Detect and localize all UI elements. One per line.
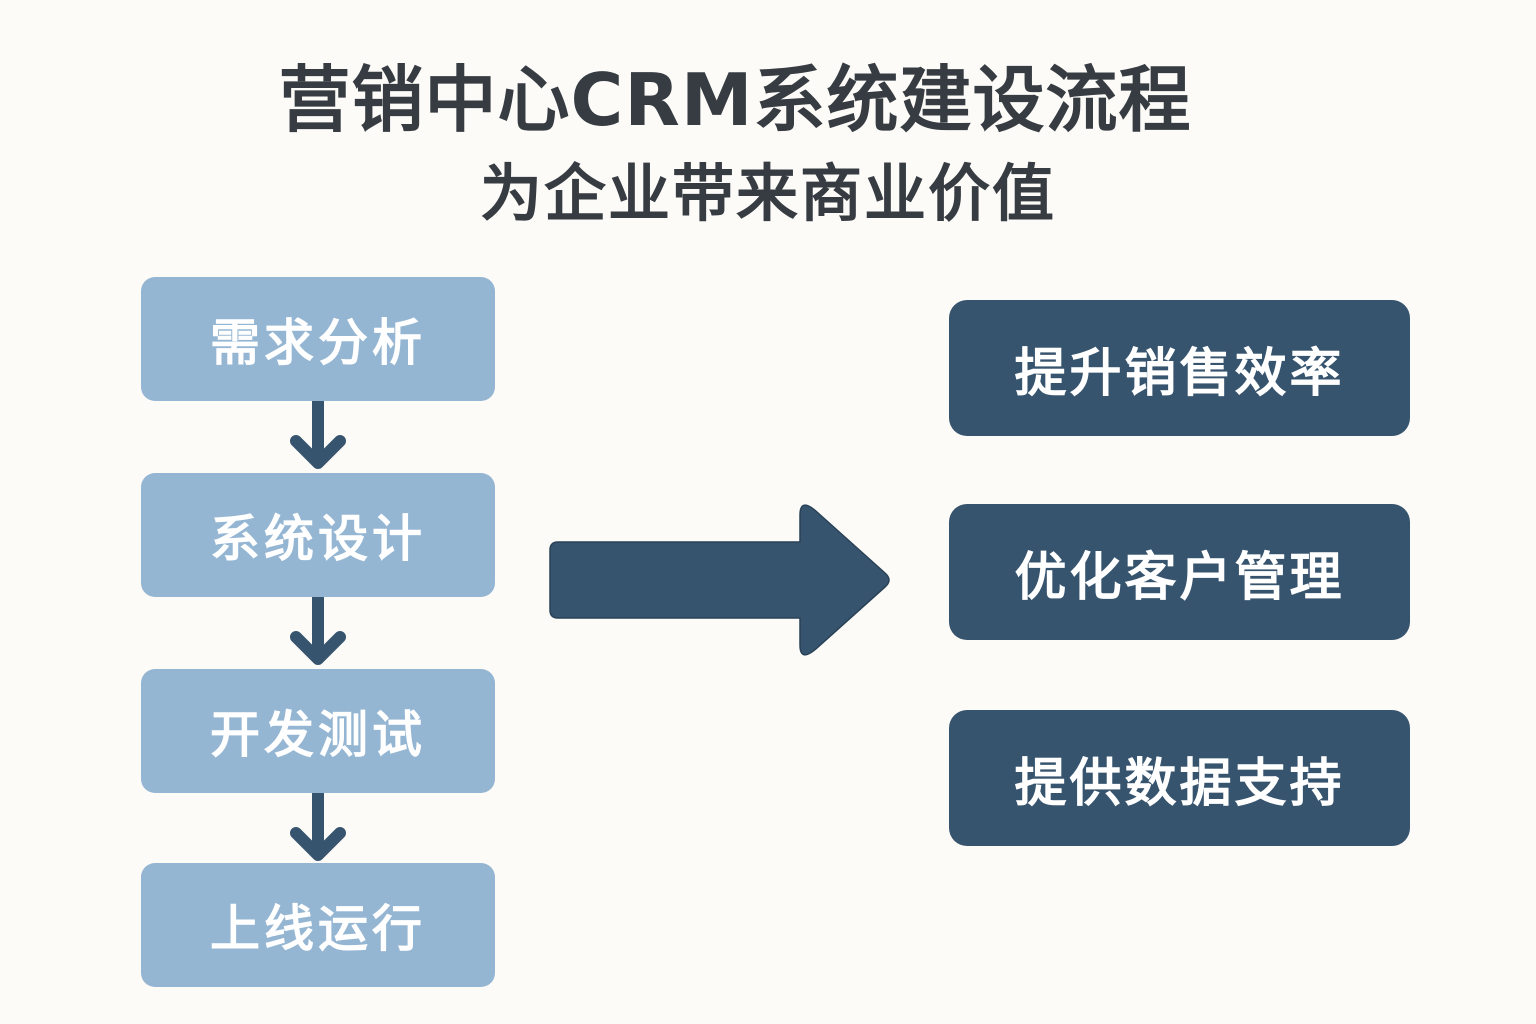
arrow-right-icon <box>549 504 890 656</box>
benefit-sales-efficiency: 提升销售效率 <box>949 300 1410 436</box>
benefit-data-support: 提供数据支持 <box>949 710 1410 846</box>
benefit-customer-management: 优化客户管理 <box>949 504 1410 640</box>
diagram-subtitle: 为企业带来商业价值 <box>479 157 1056 230</box>
benefit-label: 优化客户管理 <box>1014 547 1345 608</box>
arrow-down-icon <box>290 401 346 469</box>
step-label: 系统设计 <box>210 510 426 568</box>
benefit-label: 提升销售效率 <box>1014 343 1345 404</box>
step-system-design: 系统设计 <box>141 473 495 597</box>
step-development-testing: 开发测试 <box>141 669 495 793</box>
step-label: 需求分析 <box>210 314 426 372</box>
arrow-down-icon <box>290 793 346 861</box>
diagram-title: 营销中心CRM系统建设流程 <box>278 58 1192 142</box>
step-label: 上线运行 <box>210 900 426 958</box>
benefit-label: 提供数据支持 <box>1014 753 1345 814</box>
arrow-down-icon <box>290 597 346 665</box>
step-requirements-analysis: 需求分析 <box>141 277 495 401</box>
step-label: 开发测试 <box>210 706 426 764</box>
step-go-live: 上线运行 <box>141 863 495 987</box>
